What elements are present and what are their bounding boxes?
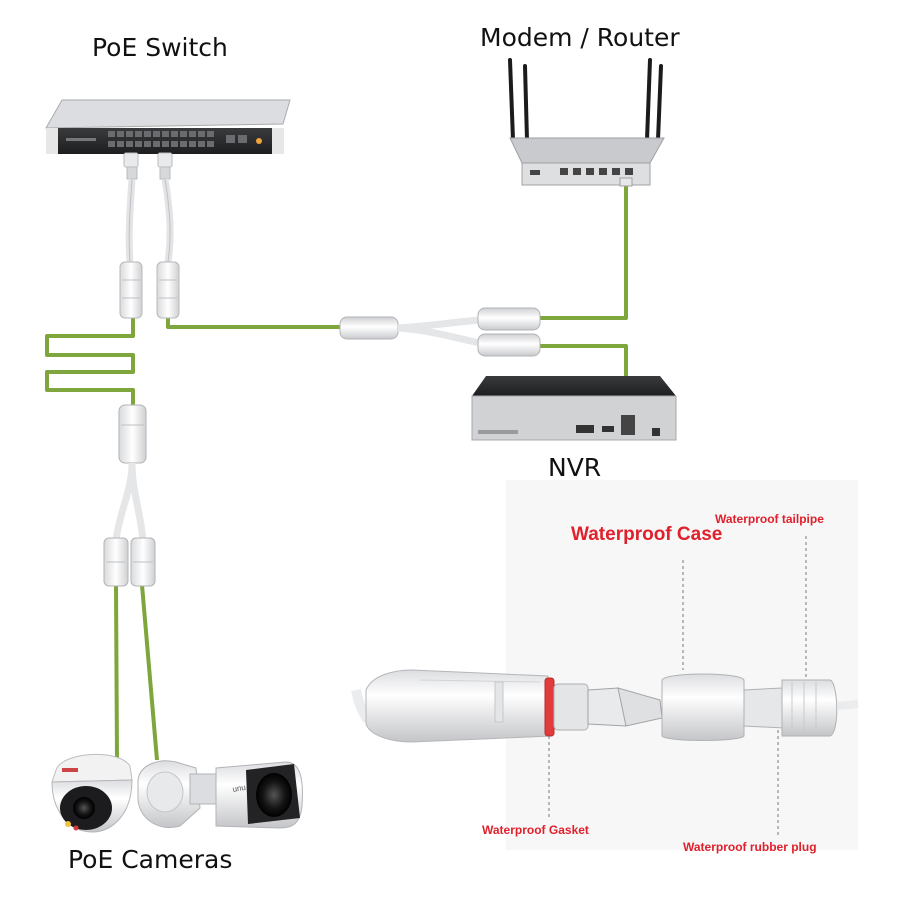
modem-router xyxy=(508,58,665,187)
annotation-leaders xyxy=(548,536,807,835)
waterproof-tailpipe-label: Waterproof tailpipe xyxy=(715,512,824,526)
nvr-device xyxy=(471,376,677,441)
waterproof-gasket-label: Waterproof Gasket xyxy=(482,823,589,837)
waterproof-connector-detail xyxy=(351,669,859,743)
poe-switch xyxy=(45,99,291,154)
poe-cameras-label: PoE Cameras xyxy=(68,845,233,874)
cable-to-dome-camera xyxy=(114,584,119,761)
poe-splitter-camera xyxy=(103,404,156,587)
bullet-camera: unu xyxy=(137,760,303,829)
cable-to-bullet-camera xyxy=(140,584,159,761)
poe-splitter-top xyxy=(339,307,541,357)
modem-router-label: Modem / Router xyxy=(480,23,680,52)
dome-camera xyxy=(51,753,133,833)
switch-adapter-right xyxy=(156,261,180,319)
detail-photo-background xyxy=(506,480,858,850)
waterproof-rubber-plug-label: Waterproof rubber plug xyxy=(683,840,817,854)
cable-splitter-to-nvr xyxy=(540,344,628,378)
switch-patch-cables xyxy=(119,152,180,319)
poe-switch-label: PoE Switch xyxy=(92,33,228,62)
svg-text:unu: unu xyxy=(232,783,247,794)
cable-router-to-splitter xyxy=(540,186,628,320)
cable-switch-to-splitter xyxy=(166,318,342,329)
cables xyxy=(45,186,628,761)
waterproof-gasket-ring xyxy=(544,677,555,737)
waterproof-case-label: Waterproof Case xyxy=(571,524,723,545)
cable-switch-to-coil xyxy=(45,318,135,405)
switch-adapter-left xyxy=(119,261,143,319)
nvr-label: NVR xyxy=(548,453,602,482)
